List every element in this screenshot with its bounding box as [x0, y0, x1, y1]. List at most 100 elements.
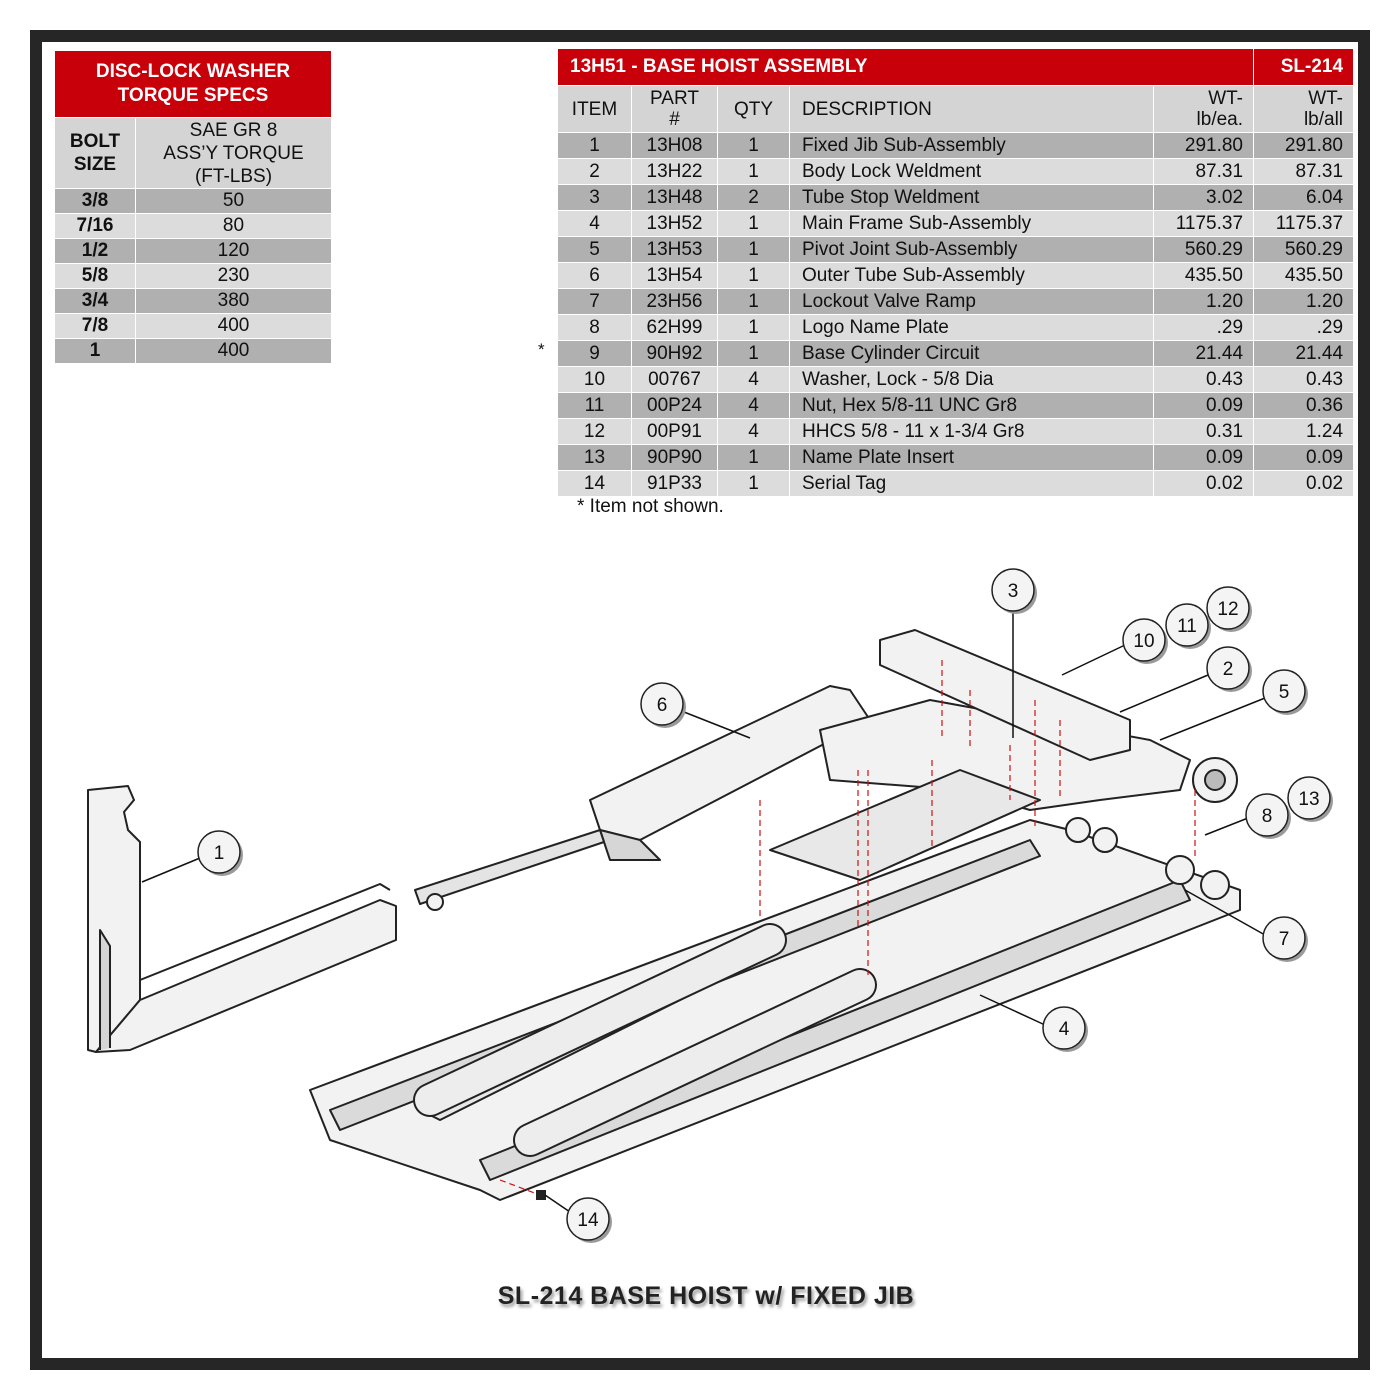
description-cell: Fixed Jib Sub-Assembly: [789, 132, 1154, 159]
weight-each-cell: 0.02: [1152, 470, 1255, 497]
hydraulic-cylinders-drawing: [413, 923, 877, 1157]
qty-cell: 1: [717, 314, 790, 341]
torque-header: SAE GR 8 ASS’Y TORQUE (FT-LBS): [135, 117, 332, 189]
description-cell: Main Frame Sub-Assembly: [789, 210, 1154, 237]
qty-cell: 1: [717, 262, 790, 289]
weight-all-cell: 21.44: [1253, 340, 1355, 367]
qty-cell: 1: [717, 444, 790, 471]
weight-each-cell: 0.09: [1152, 392, 1255, 419]
qty-cell: 1: [717, 132, 790, 159]
callout-10: 10: [1122, 618, 1168, 664]
bolt-size-cell: 5/8: [54, 263, 136, 289]
part-number-cell: 13H54: [631, 262, 718, 289]
torque-title-line2: TORQUE SPECS: [117, 85, 269, 106]
qty-cell: 1: [717, 210, 790, 237]
sub-frame-drawing: [769, 769, 1041, 881]
part-number-cell: 00767: [631, 366, 718, 393]
qty-cell: 1: [717, 236, 790, 263]
weight-all-cell: 435.50: [1253, 262, 1355, 289]
description-cell: Base Cylinder Circuit: [789, 340, 1154, 367]
torque-value-cell: 400: [135, 338, 332, 364]
item-cell: 5: [557, 236, 632, 263]
description-cell: Body Lock Weldment: [789, 158, 1154, 185]
torque-specs-table: DISC-LOCK WASHER TORQUE SPECS BOLT SIZE …: [54, 50, 332, 364]
description-header: DESCRIPTION: [789, 85, 1154, 133]
part-header-line2: #: [669, 109, 680, 130]
explode-lines: [499, 660, 1196, 1196]
weight-all-cell: 87.31: [1253, 158, 1355, 185]
callout-number: 10: [1133, 631, 1154, 652]
callout-number: 6: [657, 695, 668, 716]
callout-number: 3: [1008, 581, 1019, 602]
parts-list-table: 13H51 - BASE HOIST ASSEMBLY SL-214 ITEM …: [556, 48, 1355, 497]
weight-all-cell: 1.20: [1253, 288, 1355, 315]
description-cell: Pivot Joint Sub-Assembly: [789, 236, 1154, 263]
part-number-cell: 62H99: [631, 314, 718, 341]
callout-number: 12: [1217, 599, 1238, 620]
bolt-size-header-line2: SIZE: [73, 154, 117, 175]
not-shown-marker: *: [538, 340, 545, 359]
weight-each-cell: 87.31: [1152, 158, 1255, 185]
weight-each-cell: 560.29: [1152, 236, 1255, 263]
wt-all-header-line1: WT-: [1308, 88, 1344, 109]
description-cell: Washer, Lock - 5/8 Dia: [789, 366, 1154, 393]
bolt-size-cell: 1/2: [54, 238, 136, 264]
callout-5: 5: [1262, 669, 1308, 715]
weight-all-cell: 6.04: [1253, 184, 1355, 211]
callout-14: 14: [566, 1197, 612, 1243]
part-header-line1: PART: [650, 88, 699, 109]
callout-number: 5: [1279, 682, 1290, 703]
weight-each-cell: 435.50: [1152, 262, 1255, 289]
part-number-cell: 13H48: [631, 184, 718, 211]
leader-lines: [141, 610, 1266, 1213]
callout-number: 14: [577, 1210, 599, 1231]
description-cell: Logo Name Plate: [789, 314, 1154, 341]
weight-all-cell: 560.29: [1253, 236, 1355, 263]
bolt-size-cell: 1: [54, 338, 136, 364]
weight-each-cell: 1.20: [1152, 288, 1255, 315]
qty-cell: 4: [717, 392, 790, 419]
model-number: SL-214: [1253, 48, 1355, 86]
qty-cell: 1: [717, 340, 790, 367]
bolt-size-cell: 7/8: [54, 313, 136, 339]
weight-all-cell: .29: [1253, 314, 1355, 341]
callout-number: 11: [1177, 616, 1197, 637]
wt-ea-header-line1: WT-: [1208, 88, 1244, 109]
callout-3: 3: [991, 568, 1037, 614]
qty-cell: 1: [717, 158, 790, 185]
item-cell: 6: [557, 262, 632, 289]
torque-header-line2: ASS’Y TORQUE: [163, 142, 304, 164]
callout-7: 7: [1262, 916, 1308, 962]
item-cell: 10: [557, 366, 632, 393]
bolt-size-cell: 7/16: [54, 213, 136, 239]
serial-tag-drawing: [536, 1190, 546, 1200]
item-cell: 13: [557, 444, 632, 471]
callout-11: 11: [1165, 603, 1211, 649]
qty-header: QTY: [717, 85, 790, 133]
not-shown-note: * Item not shown.: [577, 496, 724, 517]
weight-all-cell: 0.09: [1253, 444, 1355, 471]
callout-number: 4: [1059, 1019, 1070, 1040]
description-cell: Tube Stop Weldment: [789, 184, 1154, 211]
torque-header-line1: SAE GR 8: [189, 119, 278, 141]
part-number-cell: 13H08: [631, 132, 718, 159]
parts-table-title: 13H51 - BASE HOIST ASSEMBLY: [556, 48, 1255, 86]
item-cell: 8: [557, 314, 632, 341]
part-number-cell: 13H22: [631, 158, 718, 185]
weight-all-cell: 1.24: [1253, 418, 1355, 445]
weight-each-cell: 21.44: [1152, 340, 1255, 367]
